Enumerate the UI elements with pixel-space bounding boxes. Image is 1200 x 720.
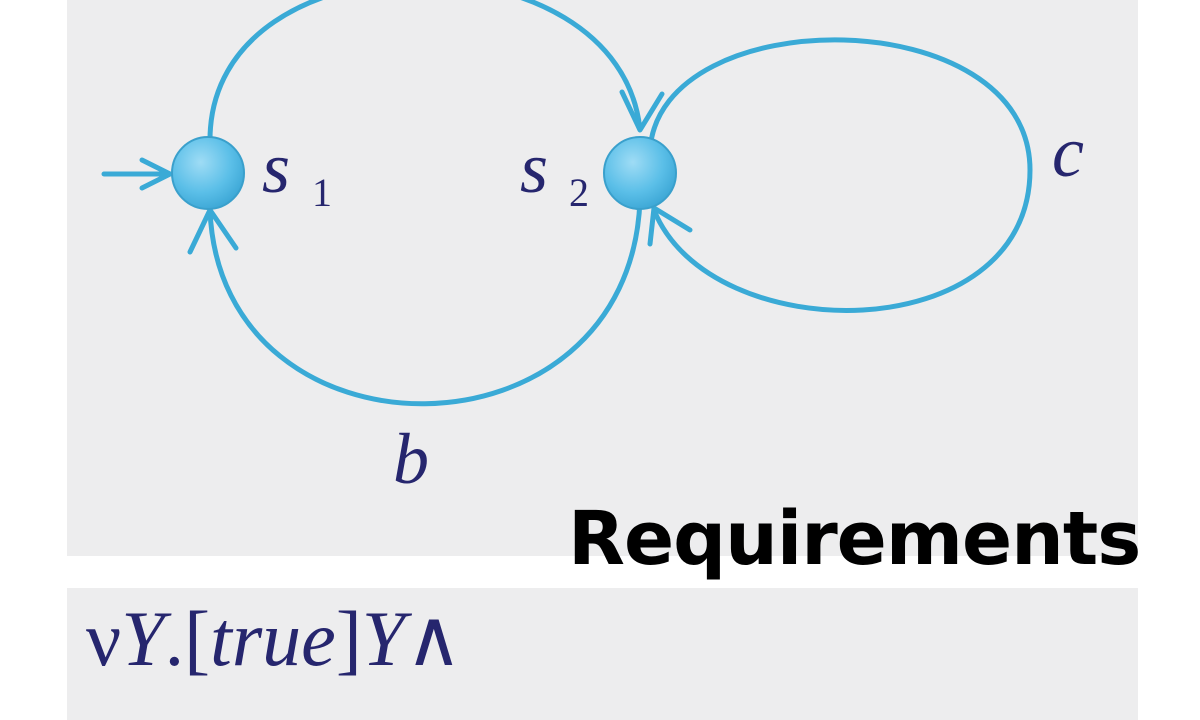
state-subscript-s1: 1 bbox=[312, 170, 332, 215]
initial-arrow bbox=[101, 157, 173, 191]
state-node-s1[interactable] bbox=[171, 136, 245, 210]
formula-text: νY.[true]Y∧ bbox=[86, 595, 463, 682]
state-subscript-s2: 2 bbox=[569, 170, 589, 215]
edge-s2-self bbox=[647, 37, 1033, 313]
state-label-s2: s bbox=[520, 128, 548, 208]
edge-s1-s2 bbox=[207, 0, 665, 141]
state-node-s2[interactable] bbox=[603, 136, 677, 210]
state-label-s1: s bbox=[262, 128, 290, 208]
formula-panel bbox=[67, 588, 1138, 720]
edge-label-c: c bbox=[1052, 112, 1084, 192]
requirements-heading: Requirements bbox=[568, 496, 1141, 582]
edge-s2-s1 bbox=[187, 199, 643, 407]
diagram-panel bbox=[67, 0, 1138, 556]
edge-label-b: b bbox=[393, 419, 429, 499]
